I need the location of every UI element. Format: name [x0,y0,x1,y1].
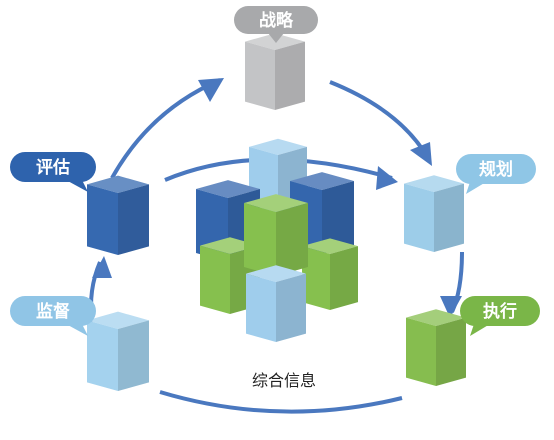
planning-label-bg [456,154,536,184]
evaluation-cube-right-face [118,184,149,255]
center-cube-7-top-face [246,265,306,282]
planning-label-tail [466,182,486,194]
center-cube-5-left-face [302,246,330,310]
monitoring-cube-right-face [118,320,149,391]
monitoring-cube-left-face [87,320,118,391]
planning-label-bubble: 规划 [456,154,536,194]
strategy-cube [245,33,305,110]
evaluation-label-bg [10,152,96,182]
arrowhead-top-left [198,78,224,102]
planning-cube-left-face [404,183,434,252]
center-cube-7 [246,265,306,342]
execution-label-tail [470,324,490,336]
evaluation-label-tail [66,180,88,192]
center-cube-3-right-face [322,181,354,254]
arrow-evaluation-to-strategy [110,78,221,179]
center-cube-cluster [196,138,358,342]
arrowhead-left [92,256,112,278]
execution-cube-left-face [406,317,436,386]
execution-cube-right-face [436,317,466,386]
center-cube-6-right-face [276,203,308,276]
execution-label-bg [460,296,540,326]
center-cube-7-right-face [276,273,306,342]
strategy-cube-left-face [245,41,275,110]
center-cube-4-left-face [200,245,230,314]
planning-label-text: 规划 [479,159,513,180]
center-cube-5 [302,238,358,310]
monitoring-cube [87,311,149,391]
planning-cube-right-face [434,183,464,252]
strategy-label-text: 战略 [259,10,294,31]
evaluation-label-bubble: 评估 [10,152,96,192]
arrow-strategy-to-planning [329,80,430,160]
monitoring-label-tail [66,324,88,336]
evaluation-cube-left-face [87,184,118,255]
arrowhead-top-right [410,142,432,166]
center-cube-2-top-face [196,180,260,198]
strategy-label-tail [268,33,284,43]
stage-cubes [87,33,466,391]
monitoring-label-bubble: 监督 [10,296,96,336]
arrow-execution-to-bottom [159,390,403,414]
arrowhead-inner [376,166,398,190]
monitoring-label-text: 监督 [36,301,70,322]
execution-cube-top-face [406,309,466,326]
planning-cube [404,175,464,252]
evaluation-label-text: 评估 [36,157,70,178]
center-label: 综合信息 [252,371,316,390]
center-cube-6 [244,194,308,276]
center-cube-7-left-face [246,273,276,342]
arrowhead-right [440,296,462,318]
center-cube-6-left-face [244,203,276,276]
center-cube-6-top-face [244,194,308,212]
evaluation-cube [87,175,149,255]
arrowheads [92,78,462,318]
execution-cube [406,309,466,386]
center-cube-3-top-face [290,172,354,190]
strategy-label-bg [234,6,318,34]
strategy-label-bubble: 战略 [234,6,318,43]
strategy-cube-right-face [275,41,305,110]
center-cube-5-right-face [330,246,358,310]
execution-label-text: 执行 [483,301,517,322]
monitoring-label-bg [10,296,96,326]
execution-label-bubble: 执行 [460,296,540,336]
